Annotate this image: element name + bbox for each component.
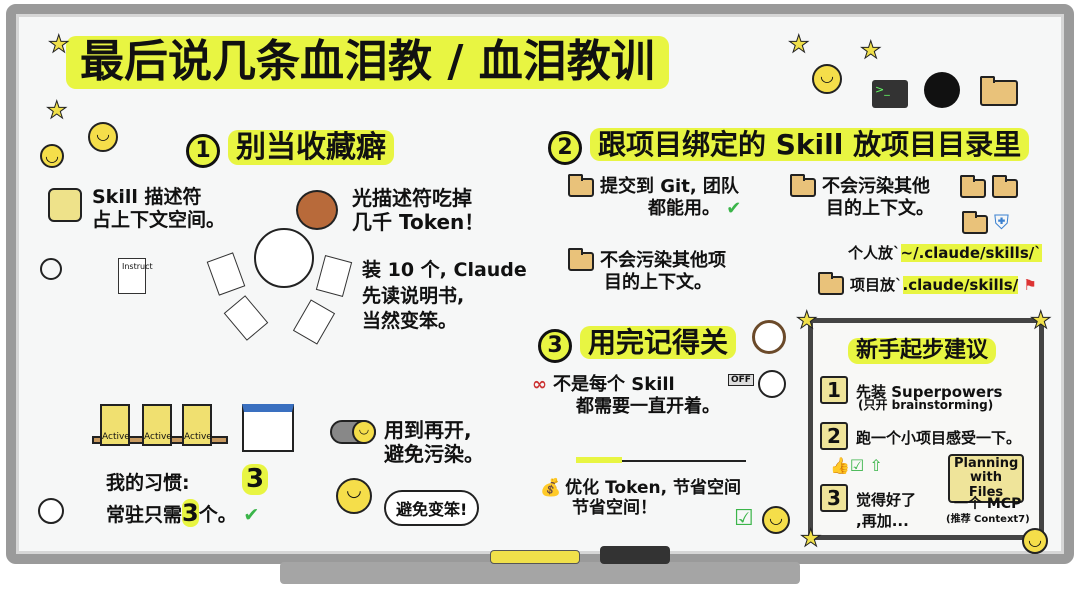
shield-icon: ⛨ xyxy=(994,210,1009,234)
star-icon: ★ xyxy=(860,36,882,65)
check-icon: ☑ xyxy=(734,506,754,531)
habit-note: 我的习惯:常驻只需3个。 ✔ xyxy=(106,472,260,527)
speech-bubble: 避免变笨! xyxy=(384,490,480,526)
timeline-highlight xyxy=(576,457,622,463)
clock-icon xyxy=(752,320,786,354)
star-icon: ★ xyxy=(800,524,822,553)
smile-icon: ◡ xyxy=(1022,528,1048,554)
speech-bubble-icon xyxy=(296,190,338,230)
eraser xyxy=(600,546,670,564)
note-token: 光描述符吃掉几千 Token！ xyxy=(352,186,485,234)
person-wrench-icon xyxy=(758,370,786,398)
happy-person-icon xyxy=(38,498,64,524)
folder-icon xyxy=(980,76,1018,106)
page-title: 最后说几条血泪教 / 血泪教训 xyxy=(66,36,669,89)
stressed-person-icon xyxy=(254,228,314,288)
project-path: 项目放`.claude/skills/ ⚑ xyxy=(818,272,1037,295)
smile-icon: ◡ xyxy=(40,144,64,168)
star-icon: ★ xyxy=(796,306,818,335)
star-icon: ★ xyxy=(1030,306,1052,335)
instruct-paper: Instruct xyxy=(118,258,153,294)
item-git: 提交到 Git, 团队都能用。 ✔ xyxy=(568,173,741,219)
active-card: Active xyxy=(100,404,130,446)
active-card: Active xyxy=(182,404,212,446)
smile-icon: ◡ xyxy=(88,122,118,152)
option-planning-with-files: Planning with Files xyxy=(948,454,1024,503)
note-skill: Skill 描述符占上下文空间。 xyxy=(92,186,226,231)
terminal-icon: >_ xyxy=(872,80,908,108)
tips-heading: 新手起步建议 xyxy=(848,338,997,365)
habit-number: 3 xyxy=(242,464,269,496)
item-nopollute-left: 不会污染其他项目的上下文。 xyxy=(568,247,726,293)
off-label: OFF xyxy=(728,374,754,386)
star-icon: ★ xyxy=(48,30,70,59)
toggle-switch: ◡ xyxy=(330,420,376,444)
marker xyxy=(490,550,580,564)
item-nopollute-right: 不会污染其他目的上下文。 xyxy=(790,173,934,219)
palette-icon xyxy=(48,188,82,222)
option-mcp: 一个 MCP xyxy=(954,496,1022,512)
calendar-icon xyxy=(242,404,294,452)
optimize-note: 💰优化 Token, 节省空间节省空间！ xyxy=(540,478,741,519)
smile-icon: ◡ xyxy=(812,64,842,94)
github-icon xyxy=(924,72,960,108)
star-icon: ★ xyxy=(46,96,68,125)
toggle-note: 用到再开,避免污染。 xyxy=(384,418,484,466)
smile-icon: ◡ xyxy=(336,478,372,514)
smile-icon: ◡ xyxy=(762,506,790,534)
star-icon: ★ xyxy=(788,30,810,59)
timeline xyxy=(576,460,746,462)
thumbs-up-person-icon xyxy=(40,258,62,280)
marker-tray xyxy=(280,562,800,584)
active-card: Active xyxy=(142,404,172,446)
personal-path: 个人放`~/.claude/skills/` xyxy=(848,244,1042,262)
option-mcp-sub: (推荐 Context7) xyxy=(946,514,1030,525)
thumbs-check-icon: 👍☑ ⇧ xyxy=(830,456,883,475)
